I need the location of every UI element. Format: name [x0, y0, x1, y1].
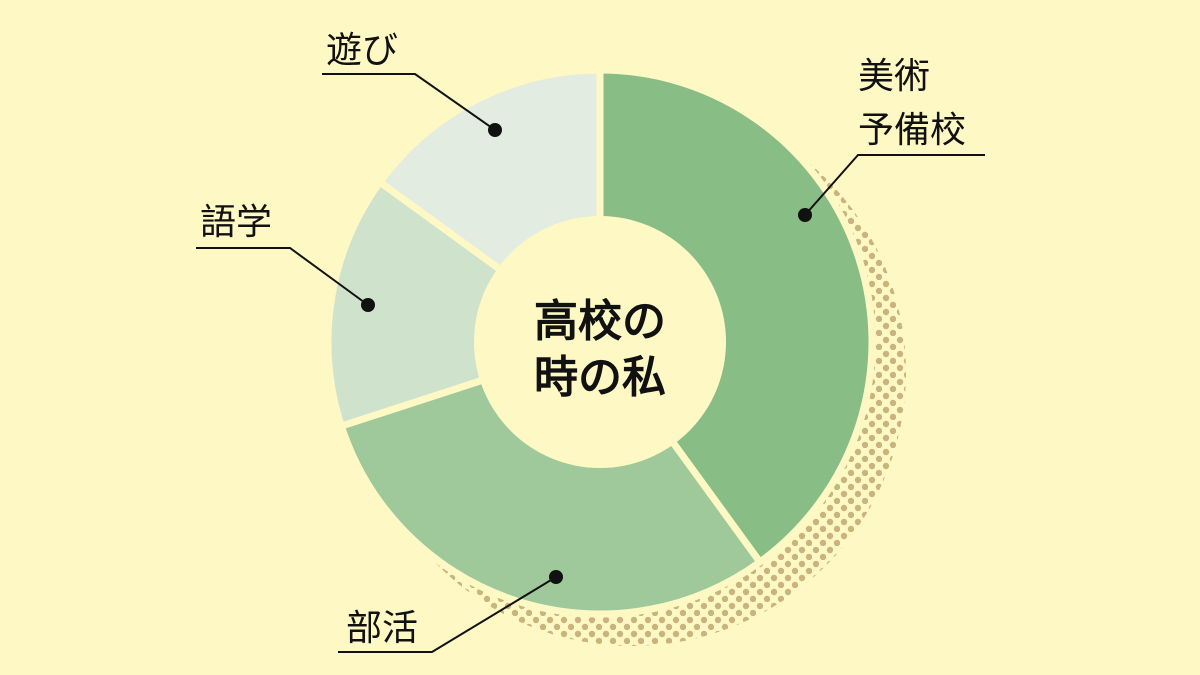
leader-dot-0 [798, 208, 812, 222]
label-bukatsu: 部活 [346, 608, 418, 649]
center-title-line-2: 時の私 [534, 352, 666, 403]
leader-dot-1 [549, 570, 563, 584]
donut-hole [474, 216, 726, 468]
leader-line-3 [322, 73, 496, 131]
center-title-line-1: 高校の [534, 296, 666, 347]
label-bijutsu-line-2: 予備校 [858, 110, 966, 151]
leader-line-0 [804, 154, 985, 216]
label-asobi: 遊び [326, 30, 398, 71]
label-gogaku: 語学 [200, 202, 272, 243]
slice-0 [596, 66, 876, 566]
label-bijutsu-line-1: 美術 [858, 56, 930, 97]
leader-line-1 [338, 576, 557, 653]
slice-2 [324, 178, 604, 430]
leader-dot-2 [361, 298, 375, 312]
leader-line-2 [196, 247, 369, 306]
leader-dot-3 [488, 123, 502, 137]
